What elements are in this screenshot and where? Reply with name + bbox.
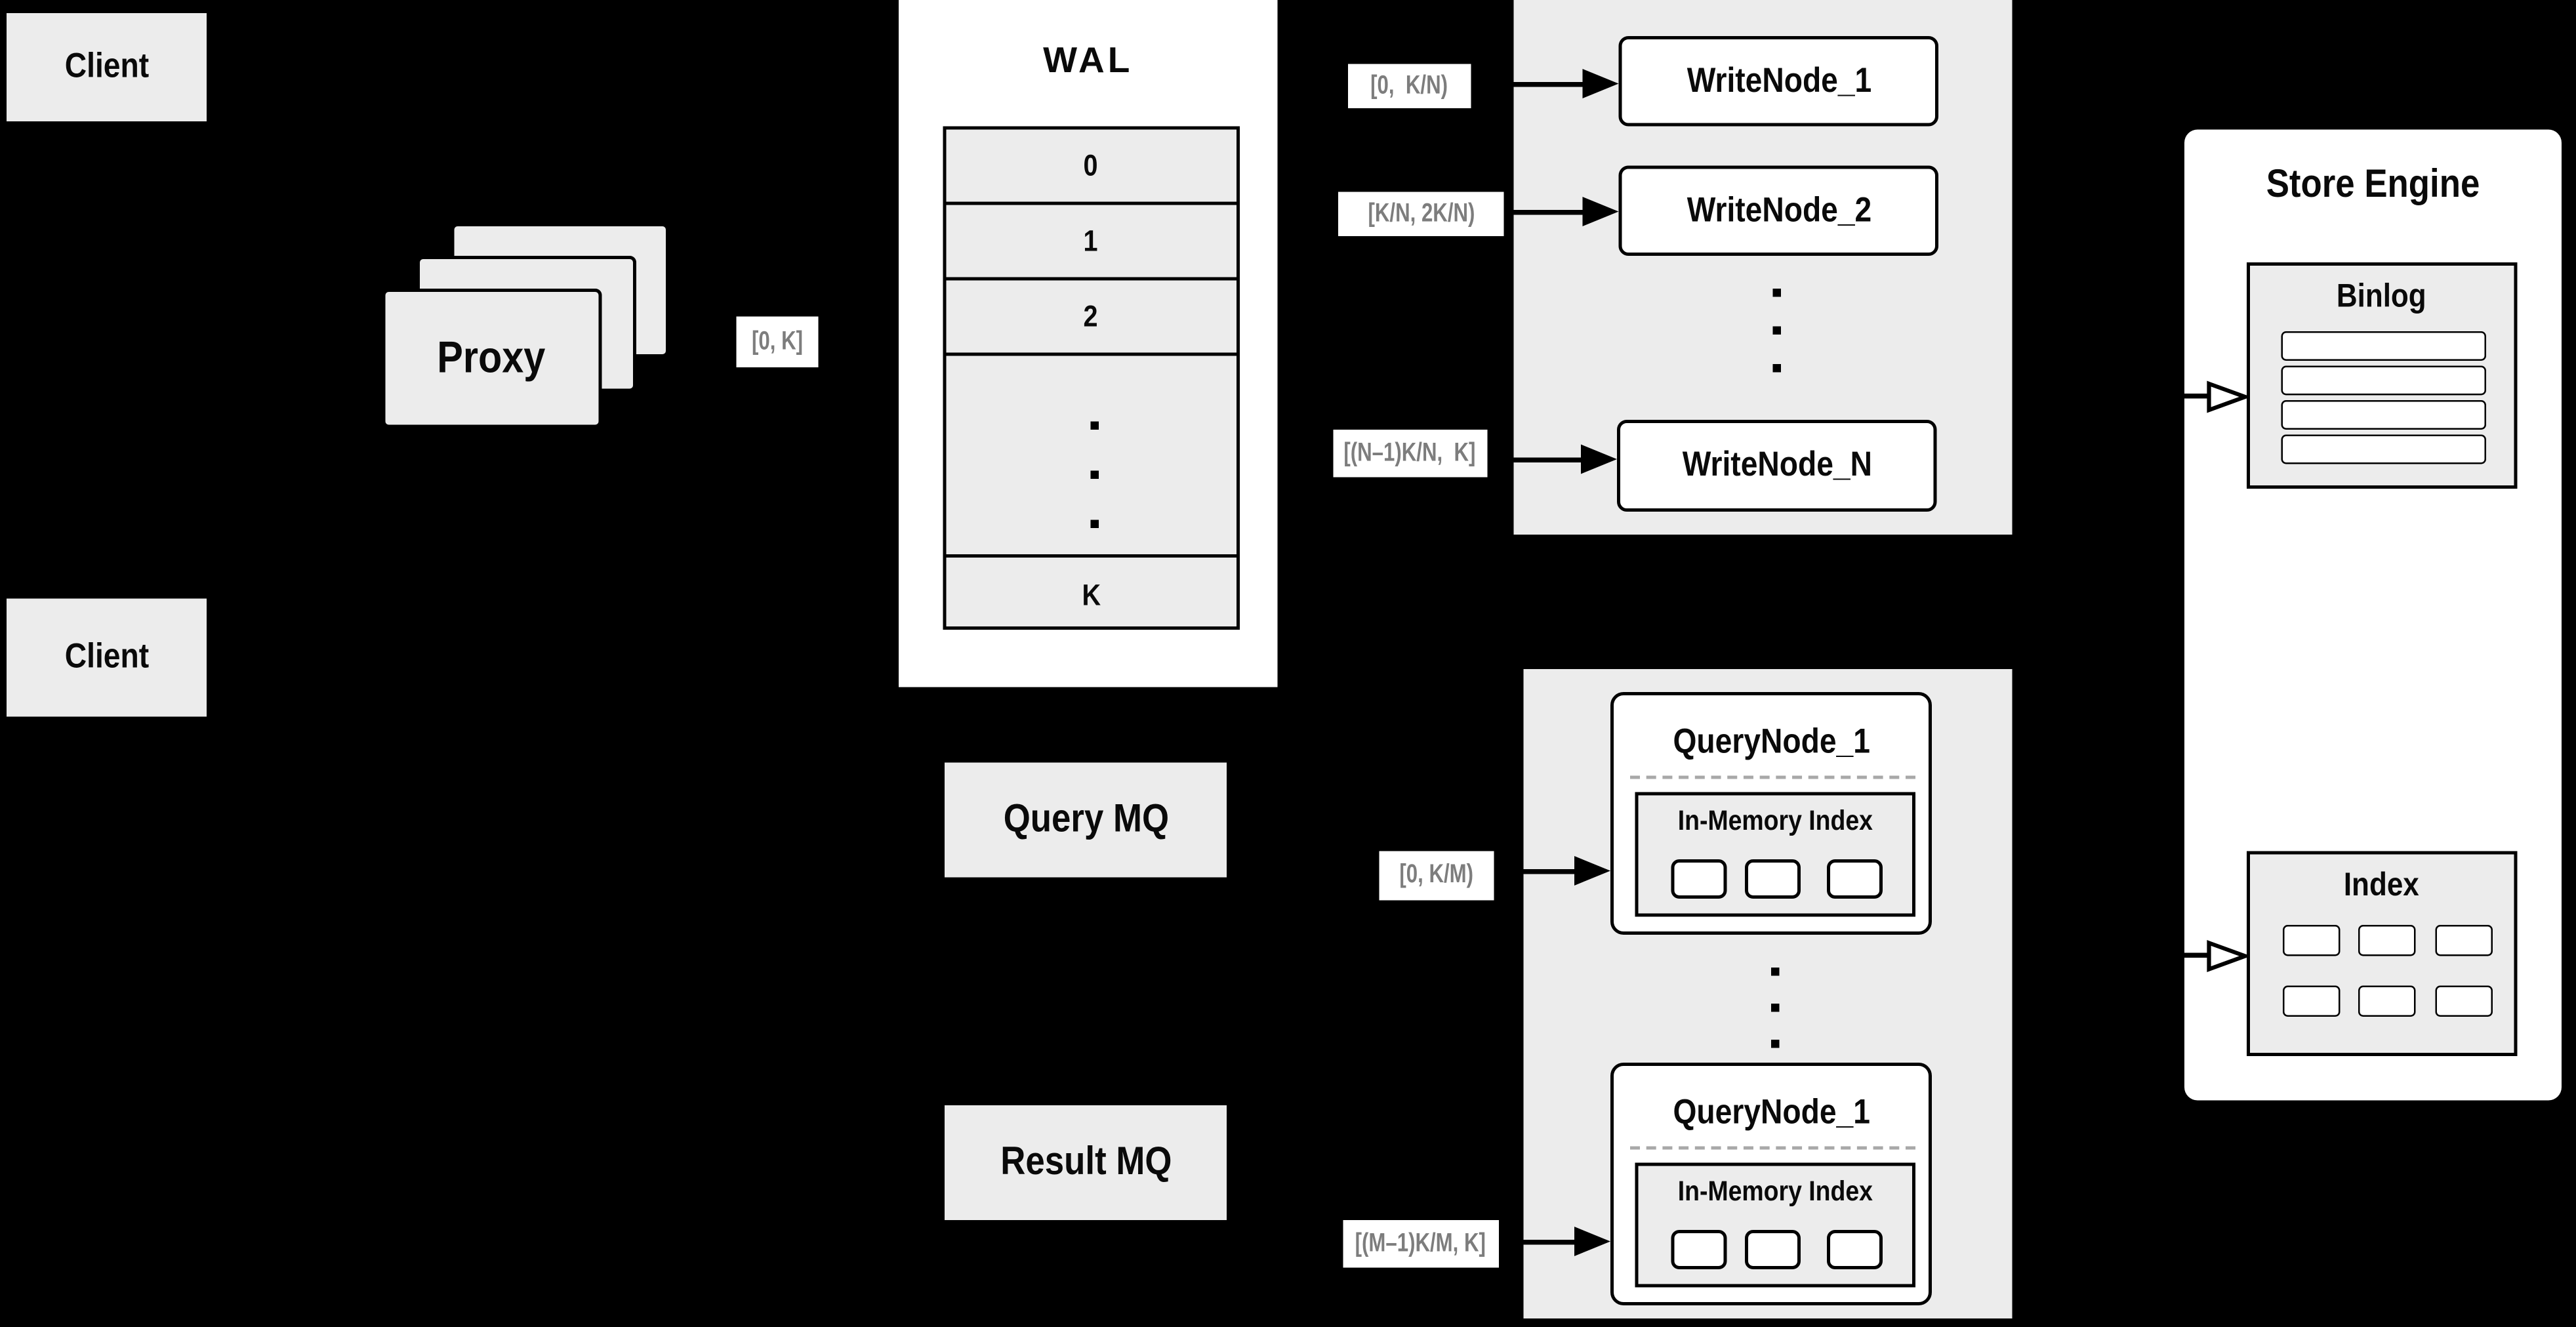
index-cell — [2435, 925, 2493, 956]
proxy-card-front: Proxy — [382, 289, 602, 428]
dashed-divider — [1630, 1146, 1915, 1150]
write-node-n-label: WriteNode_N — [1682, 446, 1872, 484]
query-mq-box: Query MQ — [945, 762, 1227, 878]
in-memory-index-box: In-Memory Index — [1635, 792, 1915, 917]
index-cell — [2283, 925, 2341, 956]
open-arrowhead-icon — [2207, 940, 2249, 972]
range-label-proxy-out: [0, K] — [736, 316, 819, 367]
wal-title: WAL — [1043, 39, 1134, 81]
store-engine-box: Store Engine Binlog Index — [2184, 129, 2562, 1101]
binlog-title: Binlog — [2337, 277, 2427, 314]
index-segment-cell — [1827, 1230, 1883, 1269]
binlog-row — [2281, 365, 2486, 396]
wal-ellipsis-row — [947, 356, 1237, 555]
wal-row-1: 1 — [1084, 224, 1099, 257]
write-node-1-label: WriteNode_1 — [1686, 61, 1871, 100]
store-engine-title: Store Engine — [2266, 162, 2480, 207]
ellipsis-dot — [1772, 364, 1781, 373]
result-mq-label: Result MQ — [1000, 1139, 1172, 1185]
arrowhead-icon — [1574, 1227, 1610, 1256]
in-memory-index-box: In-Memory Index — [1635, 1162, 1915, 1288]
wal-segment-table: 0 1 2 K — [943, 126, 1240, 630]
proxy-label: Proxy — [438, 333, 546, 382]
range-label-query-m: [(M–1)K/M, K] — [1343, 1220, 1499, 1268]
index-cell — [2358, 985, 2416, 1017]
wal-row-separator — [946, 352, 1237, 356]
index-segment-cell — [1671, 1230, 1727, 1269]
arrowhead-icon — [1574, 856, 1610, 886]
arrowhead-icon — [1581, 444, 1617, 474]
binlog-box: Binlog — [2247, 262, 2518, 489]
arrowhead-icon — [1582, 69, 1619, 98]
binlog-row — [2281, 400, 2486, 430]
index-segment-cell — [1745, 1230, 1801, 1269]
wal-row-separator — [946, 554, 1237, 558]
query-node-bottom-title: QueryNode_1 — [1672, 1093, 1870, 1132]
index-cell — [2358, 925, 2416, 956]
write-node-2-label: WriteNode_2 — [1686, 191, 1871, 229]
client-bottom-label: Client — [64, 638, 149, 676]
range-label-query-1: [0, K/M) — [1379, 851, 1494, 901]
write-node-2-box: WriteNode_2 — [1618, 165, 1938, 256]
index-segment-cell — [1827, 859, 1883, 899]
index-segment-cell — [1745, 859, 1801, 899]
query-node-bottom-box: QueryNode_1 In-Memory Index — [1610, 1063, 1932, 1305]
range-label-write-2: [K/N, 2K/N) — [1338, 192, 1504, 236]
range-label-write-n: [(N–1)K/N, K] — [1333, 430, 1488, 478]
in-memory-index-title: In-Memory Index — [1677, 1175, 1873, 1208]
wal-row-0: 0 — [1084, 148, 1099, 182]
result-mq-box: Result MQ — [945, 1105, 1227, 1220]
wal-box: WAL 0 1 2 K — [895, 0, 1281, 691]
write-node-n-box: WriteNode_N — [1617, 420, 1937, 512]
in-memory-index-title: In-Memory Index — [1677, 805, 1873, 837]
ellipsis-dot — [1772, 289, 1781, 297]
index-cell — [2435, 985, 2493, 1017]
wal-row-2: 2 — [1084, 299, 1099, 333]
open-arrowhead-icon — [2207, 380, 2249, 413]
ellipsis-dot — [1771, 1040, 1780, 1048]
index-cell — [2283, 985, 2341, 1017]
ellipsis-dot — [1090, 470, 1099, 479]
ellipsis-dot — [1090, 421, 1099, 430]
ellipsis-dot — [1772, 326, 1781, 335]
wal-row-separator — [946, 277, 1237, 281]
arrowhead-icon — [1582, 197, 1619, 226]
index-box: Index — [2247, 851, 2518, 1056]
ellipsis-dot — [1771, 1004, 1780, 1012]
client-bottom-box: Client — [7, 598, 207, 717]
client-top-label: Client — [64, 47, 149, 86]
index-title: Index — [2344, 867, 2420, 903]
binlog-row — [2281, 331, 2486, 361]
query-node-top-box: QueryNode_1 In-Memory Index — [1610, 692, 1932, 935]
ellipsis-dot — [1090, 520, 1099, 528]
query-node-top-title: QueryNode_1 — [1672, 723, 1870, 762]
binlog-row — [2281, 434, 2486, 464]
client-top-box: Client — [7, 13, 207, 121]
ellipsis-dot — [1771, 968, 1780, 976]
query-mq-label: Query MQ — [1002, 797, 1169, 842]
wal-row-k: K — [1082, 578, 1101, 611]
wal-row-separator — [946, 201, 1237, 205]
write-node-1-box: WriteNode_1 — [1618, 36, 1938, 127]
index-segment-cell — [1671, 859, 1727, 899]
range-label-write-1: [0, K/N) — [1348, 64, 1471, 108]
dashed-divider — [1630, 775, 1915, 779]
